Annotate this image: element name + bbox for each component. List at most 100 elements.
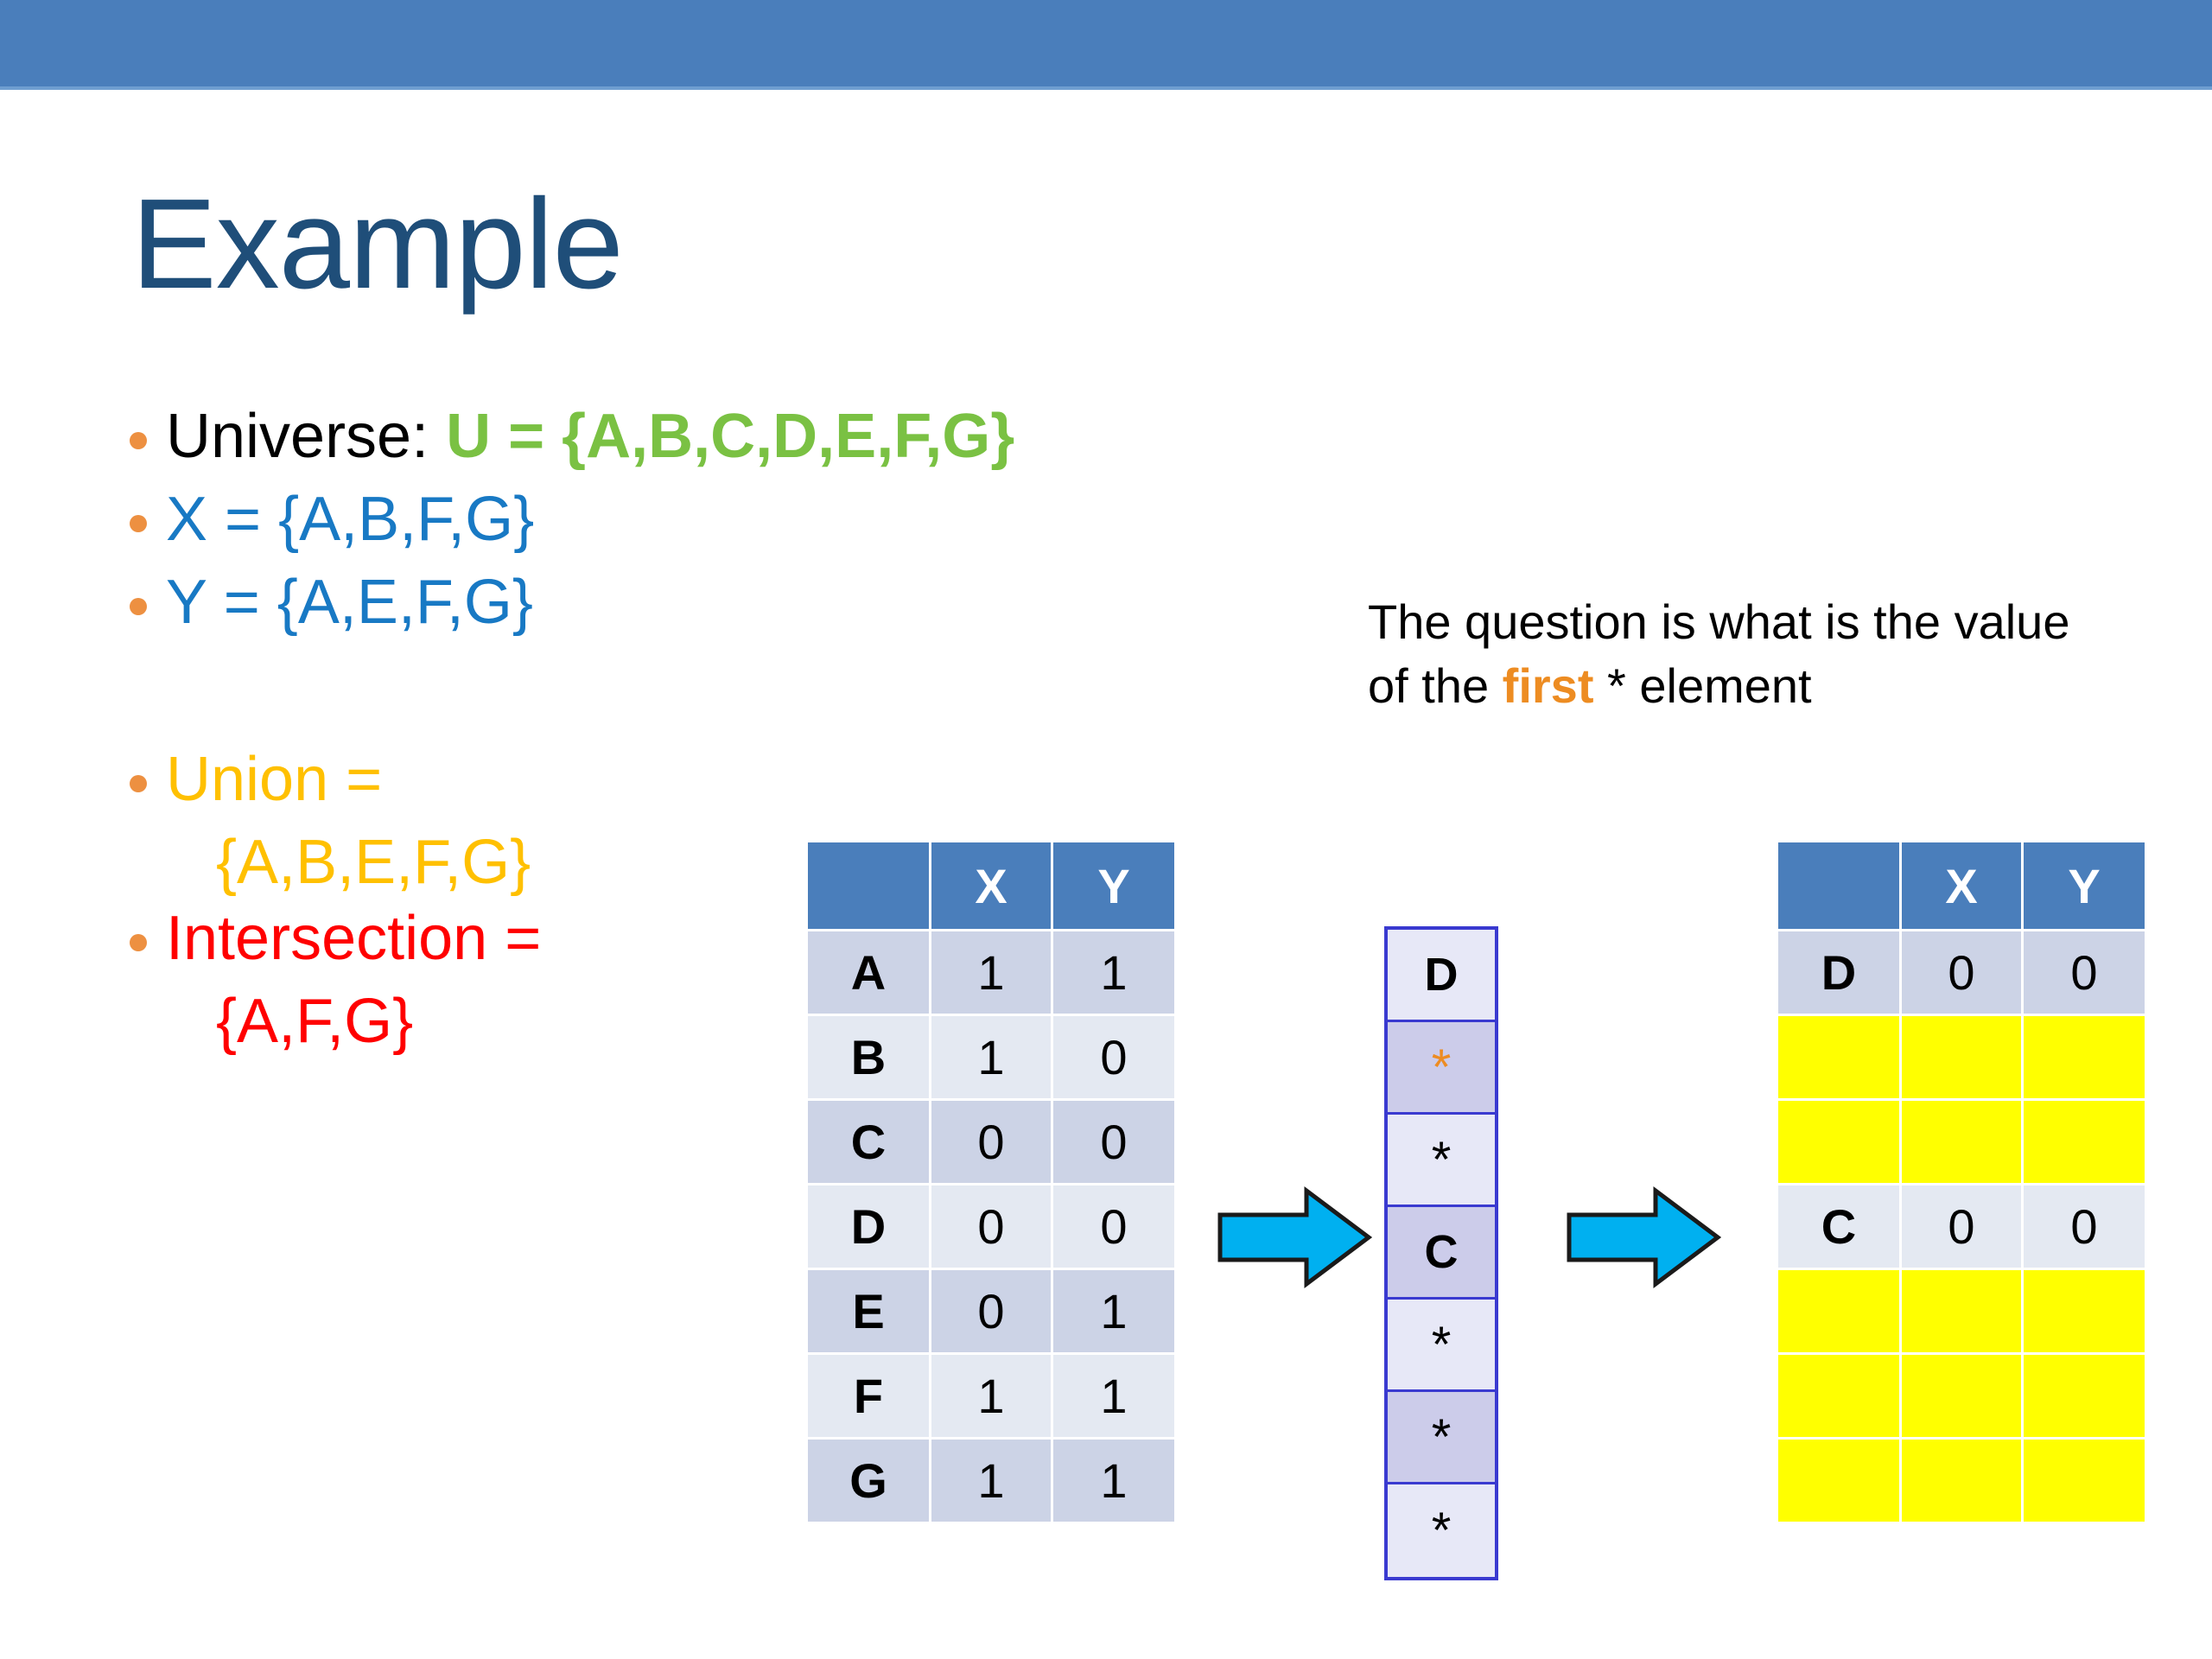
table-row: D 0 0	[1778, 931, 2145, 1014]
question-line-2-before: of the	[1368, 658, 1503, 713]
bullet-dot-icon	[130, 432, 147, 449]
cell-y: 1	[1053, 1355, 1174, 1437]
column-header-y: Y	[2024, 842, 2145, 929]
table-row: G 1 1	[808, 1440, 1174, 1522]
list-item: *	[1388, 1115, 1495, 1207]
bullet-dot-icon	[130, 775, 147, 793]
table-row: B 1 0	[808, 1016, 1174, 1098]
cell-x: 0	[1902, 1185, 2021, 1268]
cell-x-empty	[1902, 1355, 2021, 1437]
bullet-value: Union =	[166, 745, 383, 815]
cell-y-empty	[2024, 1270, 2145, 1352]
row-label: D	[1778, 931, 1899, 1014]
cell-x: 1	[931, 1355, 1051, 1437]
list-item: X = {A,B,F,G}	[130, 482, 821, 558]
row-label: F	[808, 1355, 929, 1437]
table-row	[1778, 1355, 2145, 1437]
list-item: Y = {A,E,F,G}	[130, 565, 821, 641]
list-item: Universe: U = {A,B,C,D,E,F,G}	[130, 399, 1014, 475]
column-header-y: Y	[1053, 842, 1174, 929]
list-item: *	[1388, 1300, 1495, 1392]
intermediate-key-column: D * * C * * *	[1384, 926, 1498, 1580]
full-membership-table: X Y A 1 1 B 1 0 C 0 0 D 0 0 E 0 1	[805, 840, 1177, 1524]
row-label: C	[1778, 1185, 1899, 1268]
cell-x: 0	[1902, 931, 2021, 1014]
table-header-row: X Y	[808, 842, 1174, 929]
table-header-row: X Y	[1778, 842, 2145, 929]
cell-y-empty	[2024, 1016, 2145, 1098]
cell-x-empty	[1902, 1270, 2021, 1352]
cell-y: 0	[2024, 1185, 2145, 1268]
list-item: *	[1388, 1022, 1495, 1115]
table-row: E 0 1	[808, 1270, 1174, 1352]
bullet-text: Universe: U = {A,B,C,D,E,F,G}	[166, 399, 1014, 475]
cell-x-empty	[1902, 1101, 2021, 1183]
bullet-prefix: Universe:	[166, 402, 447, 471]
cell-y: 0	[1053, 1016, 1174, 1098]
bullet-list: Universe: U = {A,B,C,D,E,F,G} X = {A,B,F…	[130, 399, 1014, 1060]
bullet-dot-icon	[130, 514, 147, 532]
cell-y-empty	[2024, 1440, 2145, 1522]
column-header-blank	[1778, 842, 1899, 929]
bullet-dot-icon	[130, 934, 147, 952]
table-row	[1778, 1101, 2145, 1183]
cell-y: 0	[2024, 931, 2145, 1014]
cell-y-empty	[2024, 1355, 2145, 1437]
bullet-dot-icon	[130, 597, 147, 615]
column-header-x: X	[931, 842, 1051, 929]
question-highlight: first	[1502, 658, 1594, 713]
table-row: D 0 0	[808, 1185, 1174, 1268]
list-item: C	[1388, 1207, 1495, 1300]
row-label: A	[808, 931, 929, 1014]
table-row	[1778, 1440, 2145, 1522]
cell-y: 1	[1053, 931, 1174, 1014]
cell-x: 1	[931, 1440, 1051, 1522]
cell-x: 0	[931, 1185, 1051, 1268]
list-item: *	[1388, 1484, 1495, 1577]
row-label-empty	[1778, 1355, 1899, 1437]
cell-x: 0	[931, 1101, 1051, 1183]
bullet-continuation: {A,B,E,F,G}	[216, 828, 531, 898]
cell-x: 0	[931, 1270, 1051, 1352]
cell-y: 0	[1053, 1185, 1174, 1268]
bullet-value: X = {A,B,F,G}	[166, 484, 535, 554]
bullet-value: U = {A,B,C,D,E,F,G}	[446, 402, 1015, 471]
row-label-empty	[1778, 1016, 1899, 1098]
list-spacer	[130, 647, 821, 742]
row-label-empty	[1778, 1440, 1899, 1522]
question-line-2-after: * element	[1593, 658, 1812, 713]
column-header-x: X	[1902, 842, 2021, 929]
bullet-value: Intersection =	[166, 904, 542, 974]
cell-x-empty	[1902, 1016, 2021, 1098]
question-note: The question is what is the value of the…	[1368, 590, 2212, 718]
top-accent-band-edge	[0, 86, 2212, 90]
list-item: *	[1388, 1392, 1495, 1484]
row-label-empty	[1778, 1101, 1899, 1183]
right-arrow-icon	[1217, 1186, 1372, 1288]
cell-y-empty	[2024, 1101, 2145, 1183]
right-arrow-icon	[1567, 1186, 1721, 1288]
cell-x: 1	[931, 931, 1051, 1014]
cell-y: 1	[1053, 1270, 1174, 1352]
list-item: Intersection =	[130, 901, 821, 977]
table-row	[1778, 1016, 2145, 1098]
row-label: D	[808, 1185, 929, 1268]
top-accent-band	[0, 0, 2212, 86]
bullet-value: Y = {A,E,F,G}	[166, 567, 533, 637]
table-row	[1778, 1270, 2145, 1352]
table-row: F 1 1	[808, 1355, 1174, 1437]
sparse-result-table: X Y D 0 0 C 0 0	[1776, 840, 2147, 1524]
list-item: D	[1388, 930, 1495, 1022]
bullet-continuation: {A,F,G}	[216, 986, 414, 1056]
cell-x: 1	[931, 1016, 1051, 1098]
column-header-blank	[808, 842, 929, 929]
table-row: C 0 0	[808, 1101, 1174, 1183]
row-label: E	[808, 1270, 929, 1352]
list-item: Union =	[130, 742, 821, 818]
row-label: B	[808, 1016, 929, 1098]
cell-y: 0	[1053, 1101, 1174, 1183]
row-label: C	[808, 1101, 929, 1183]
cell-x-empty	[1902, 1440, 2021, 1522]
question-line-1: The question is what is the value	[1368, 594, 2070, 649]
row-label: G	[808, 1440, 929, 1522]
